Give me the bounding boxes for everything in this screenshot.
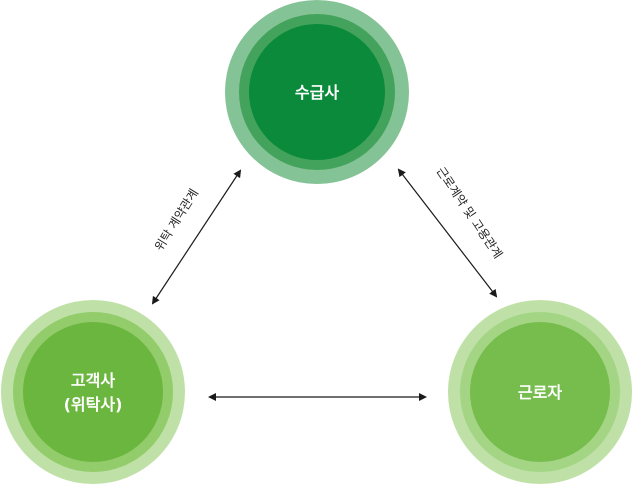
worker-node: 근로자 xyxy=(448,300,632,484)
client-inner-circle xyxy=(23,322,163,462)
supplier-inner-circle xyxy=(249,24,385,160)
supplier-label: 수급사 xyxy=(295,83,339,102)
client-node: 고객사 (위탁사) xyxy=(1,300,185,484)
client-supplier-arrow xyxy=(151,169,242,305)
client-supplier-label: 위탁 계약관계 xyxy=(151,186,201,253)
client-label-line2: (위탁사) xyxy=(64,395,123,414)
worker-inner-circle xyxy=(470,322,610,462)
worker-label: 근로자 xyxy=(518,383,562,402)
client-label-line1: 고객사 xyxy=(71,371,115,390)
supplier-worker-arrow xyxy=(397,168,498,298)
supplier-worker-label: 근로계약 및 고용관계 xyxy=(434,164,506,261)
supplier-node: 수급사 xyxy=(225,0,409,184)
